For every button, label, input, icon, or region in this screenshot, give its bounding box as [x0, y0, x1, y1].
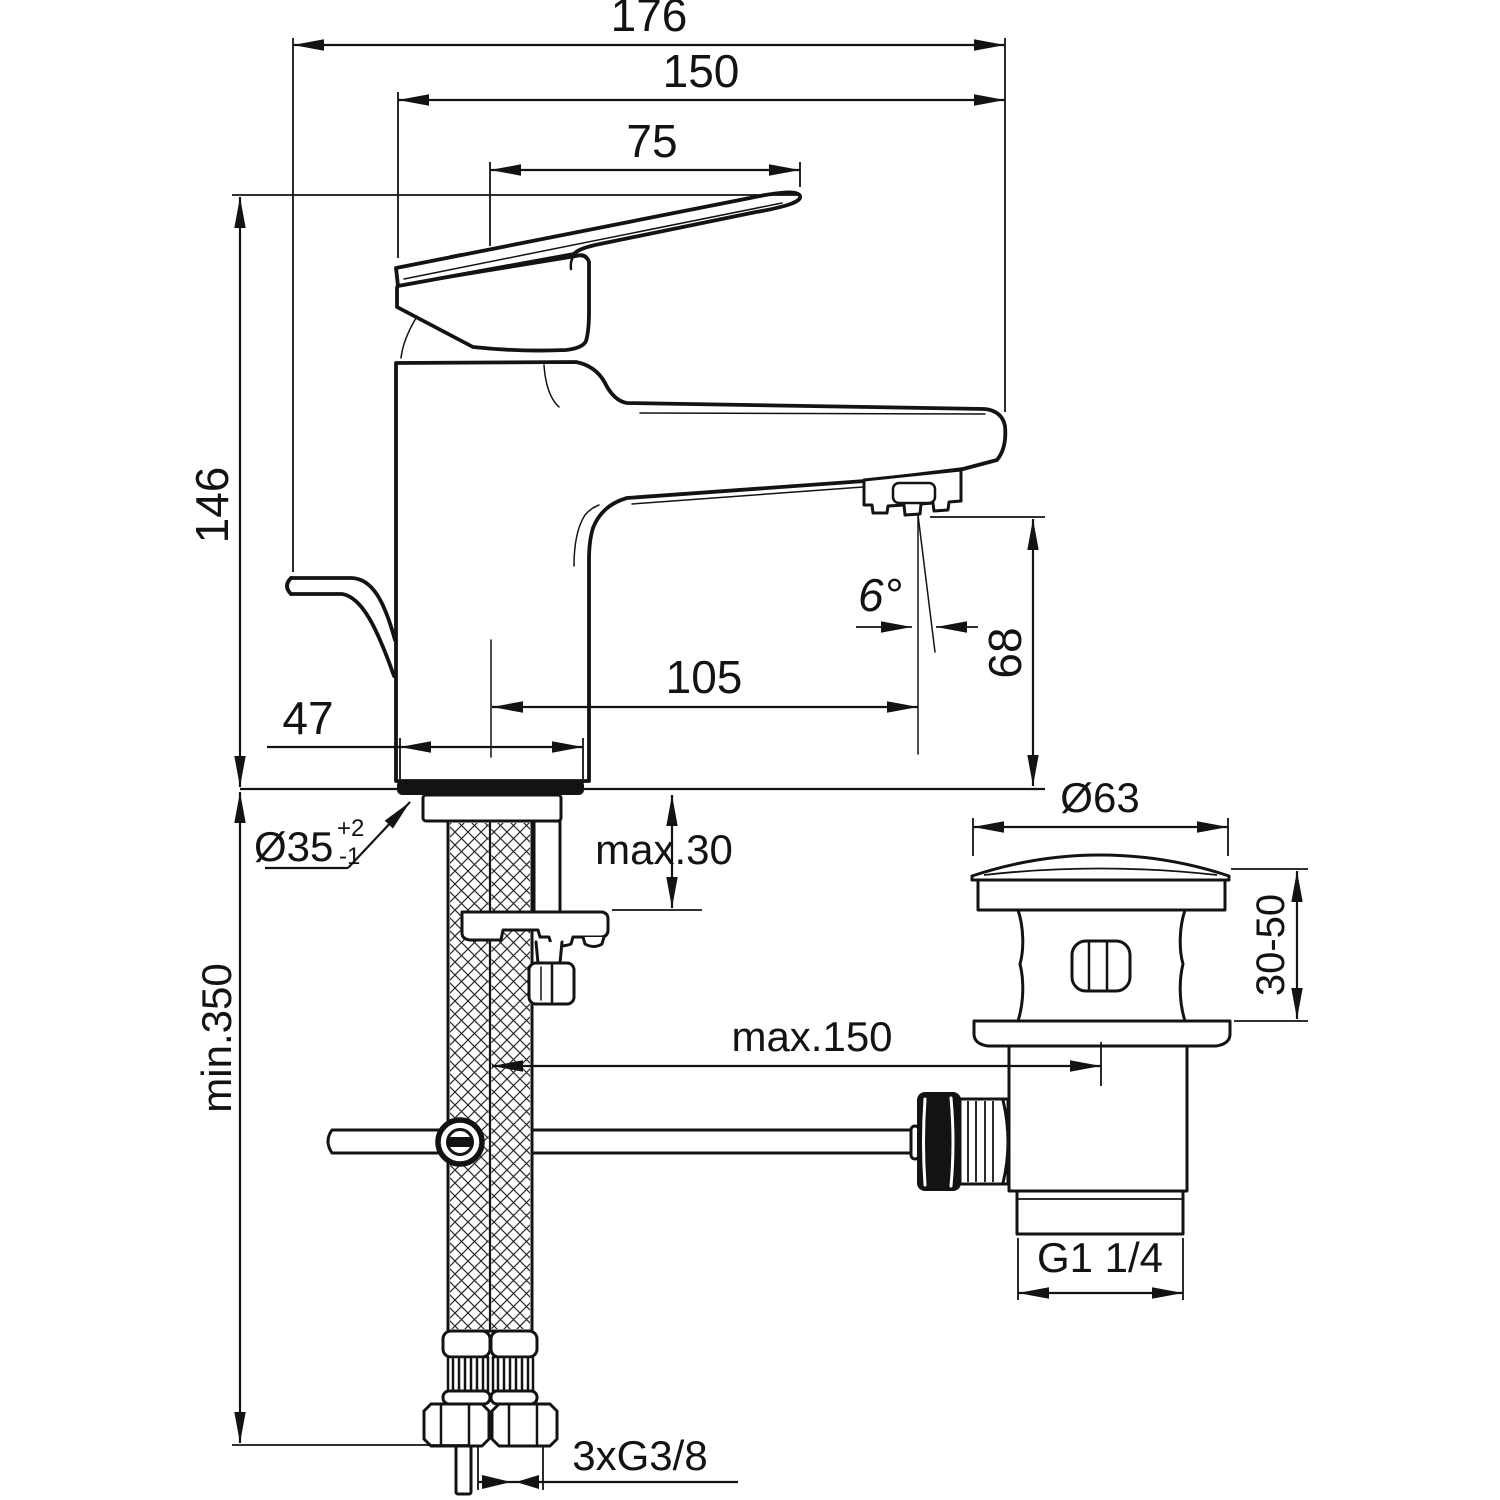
pop-up-waste-view	[909, 853, 1232, 1236]
dim-total-height: 146	[186, 197, 246, 787]
dim-hole-diameter: Ø35 +2 -1	[254, 801, 411, 870]
spout-underside-highlight	[631, 486, 864, 505]
handle-hook	[285, 576, 397, 678]
cap-highlight-arc	[400, 317, 417, 359]
dim-waste-cap-diameter: Ø63	[972, 774, 1229, 856]
dim-label-g114: G1 1/4	[1037, 1234, 1163, 1281]
dim-label-max30: max.30	[595, 826, 733, 873]
rod-lower-end	[454, 1444, 473, 1496]
dim-label-dia35: Ø35	[254, 823, 333, 870]
waste-upper-flange	[976, 878, 1227, 912]
dim-label-146: 146	[186, 467, 238, 544]
dim-hose-length: min.350	[193, 792, 246, 1443]
rod-knob	[435, 1117, 485, 1167]
dim-label-68: 68	[979, 627, 1031, 678]
aerator	[862, 468, 963, 517]
waste-cap	[970, 853, 1231, 882]
dim-rod-length: max.150	[492, 1013, 1101, 1072]
supply-nut-right	[490, 1402, 559, 1448]
supply-hoses	[446, 819, 534, 1333]
lever-handle	[394, 190, 802, 288]
pop-up-rod	[326, 1128, 918, 1155]
body-edge-highlight	[573, 504, 600, 567]
hose-end-fittings	[422, 1329, 559, 1496]
base-seal	[397, 780, 584, 795]
mounting-stud	[532, 819, 562, 914]
dim-waste-thread: G1 1/4	[1017, 1234, 1184, 1300]
dim-label-150: 150	[663, 45, 740, 97]
dim-label-3xg38: 3xG3/8	[572, 1432, 707, 1479]
body-corner-highlight	[543, 364, 560, 408]
dim-label-3050: 30-50	[1249, 894, 1293, 996]
dimensions: 176 150 75 146 min.350 47	[186, 0, 1308, 1490]
dim-spout-reach: 105	[492, 651, 918, 713]
dim-label-min350: min.350	[193, 963, 240, 1112]
rod-coupling	[909, 1092, 1010, 1191]
dim-label-75: 75	[626, 115, 677, 167]
waste-lower-body	[1007, 1044, 1189, 1193]
dim-handle-length: 75	[490, 115, 800, 176]
dim-outlet-height: 68	[930, 516, 1045, 786]
dim-waste-clamp-range: 30-50	[1231, 868, 1308, 1022]
dim-label-dia35-tolminus: -1	[339, 843, 360, 870]
dim-label-dia35-tolplus: +2	[337, 815, 364, 842]
spout-top-highlight	[639, 412, 986, 415]
dim-deck-thickness: max.30	[595, 795, 733, 911]
dim-label-dia63: Ø63	[1060, 774, 1139, 821]
dim-label-176: 176	[611, 0, 688, 41]
lever-mark	[449, 253, 463, 259]
dim-label-105: 105	[666, 651, 743, 703]
supply-nut-left	[422, 1402, 491, 1448]
dim-base-width: 47	[267, 692, 584, 779]
mounting-bracket	[460, 910, 610, 1006]
waste-overflow-window	[1070, 939, 1132, 993]
dim-label-47: 47	[282, 692, 333, 744]
faucet-side-view	[285, 190, 1008, 1496]
lever-highlight	[403, 202, 783, 280]
mounting-flange	[421, 793, 563, 823]
dim-body-to-spout: 150	[398, 45, 1005, 106]
dim-overall-length: 176	[293, 0, 1005, 51]
dim-stream-angle: 6°	[856, 514, 978, 755]
faucet-body	[394, 360, 1008, 783]
dim-label-6deg: 6°	[858, 569, 902, 621]
aerator-insert	[891, 481, 937, 505]
waste-tailpiece	[1015, 1189, 1185, 1236]
dim-supply-thread: 3xG3/8	[477, 1432, 738, 1490]
waste-lower-flange	[972, 1019, 1232, 1048]
dim-label-max150: max.150	[731, 1013, 892, 1060]
